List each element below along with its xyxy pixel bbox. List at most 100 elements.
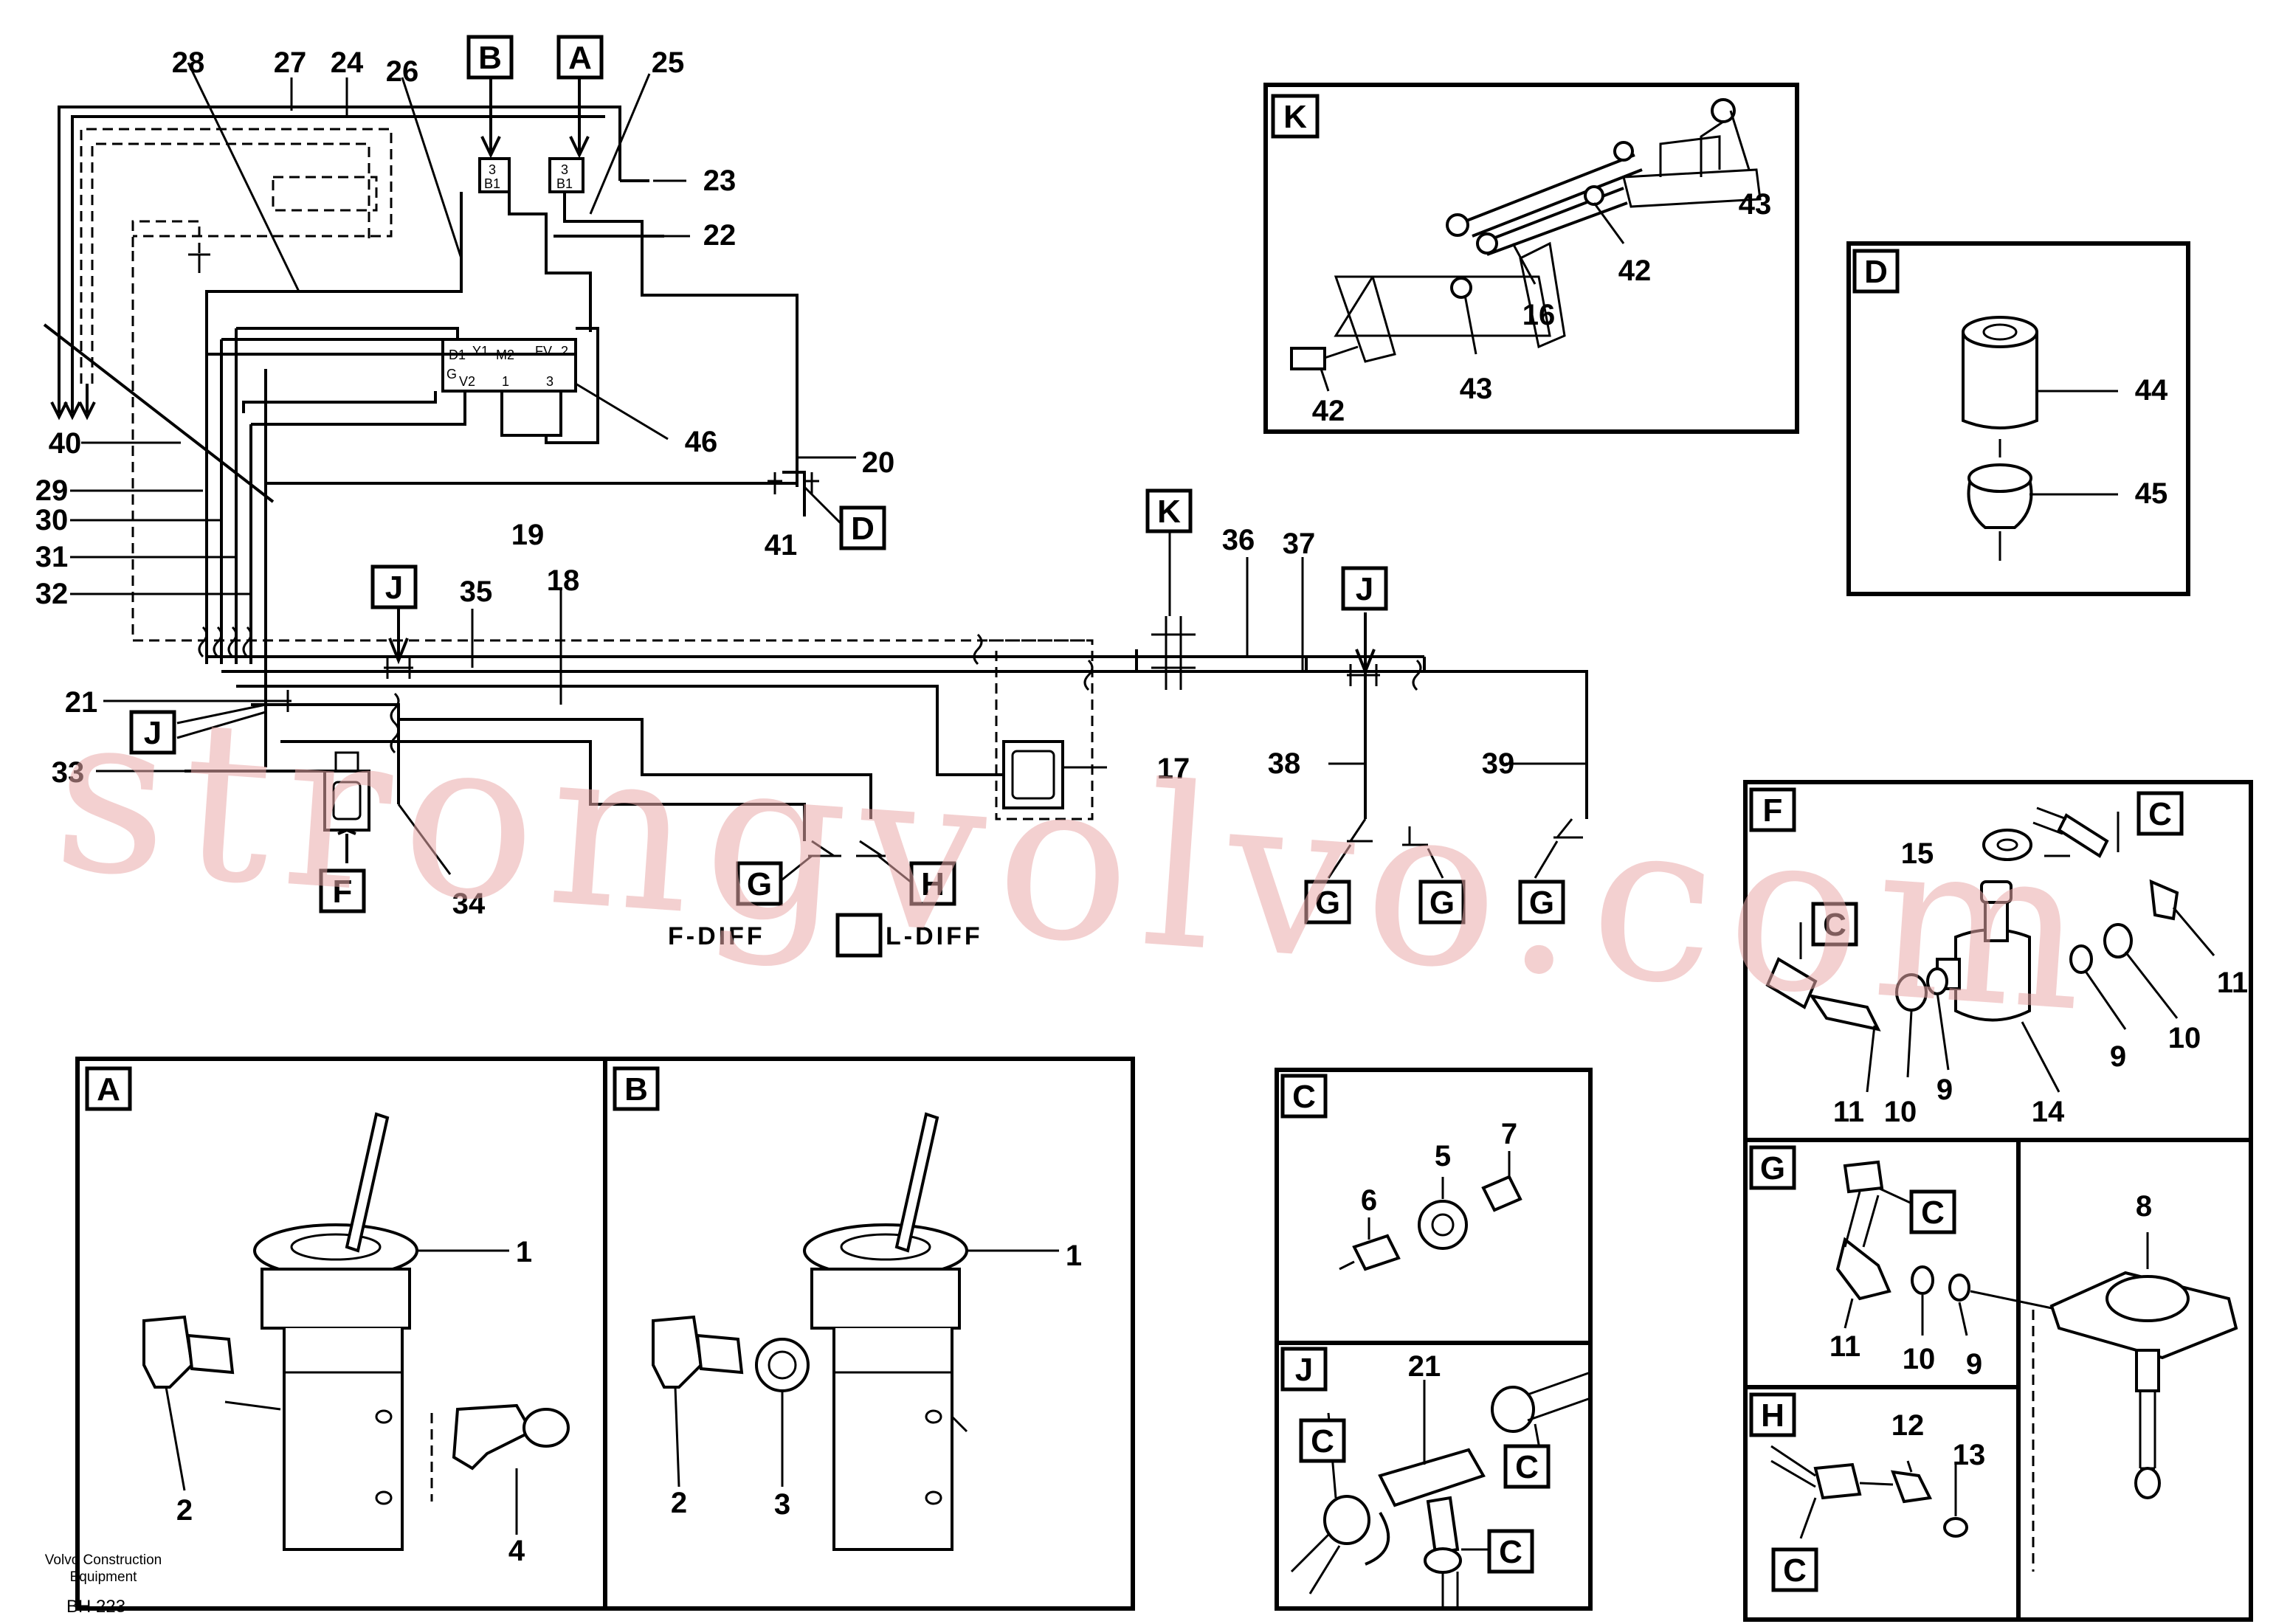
valve-port-d1: D1 (449, 348, 466, 362)
label-j-1: J (385, 570, 403, 606)
callout-7: 7 (1501, 1118, 1517, 1150)
valve-a-port-bottom: B1 (556, 176, 573, 191)
inset-title-b: B (624, 1071, 648, 1108)
inset-d (1846, 241, 2190, 596)
callout-43b: 43 (1460, 373, 1493, 405)
callout-11c: 11 (1829, 1330, 1860, 1363)
callout-36: 36 (1222, 524, 1255, 556)
inset-ab (75, 1057, 1135, 1611)
callout-numbers: 28 27 24 26 25 23 22 46 20 41 19 40 29 3… (35, 46, 2248, 1567)
footer: Volvo Construction Equipment BH 223 (45, 1552, 162, 1617)
label-g-4: G (1529, 885, 1554, 921)
callout-21b: 21 (1408, 1350, 1441, 1383)
callout-1a: 1 (516, 1236, 532, 1268)
label-c-5: C (1311, 1423, 1334, 1459)
callout-29: 29 (35, 474, 69, 507)
valve-text: D1 Y1 M2 FV 2 G V2 1 3 3 B1 3 B1 (446, 162, 573, 389)
callout-22: 22 (703, 219, 737, 252)
callout-26: 26 (386, 55, 419, 88)
valve-port-3: 3 (546, 374, 553, 389)
footer-division: Equipment (70, 1569, 138, 1585)
inset-fgh (1743, 780, 2253, 1622)
callout-1b: 1 (1066, 1240, 1082, 1272)
watermark-layer: strongvolvo.com (47, 662, 2107, 1062)
inset-cj (1275, 1068, 1593, 1611)
schematic (43, 62, 1588, 887)
callout-5: 5 (1435, 1140, 1451, 1172)
callout-43a: 43 (1739, 188, 1772, 221)
watermark: strongvolvo.com (47, 662, 2107, 1062)
valve-port-fv: FV (535, 344, 552, 359)
inset-title-d: D (1864, 254, 1888, 290)
label-d-main: D (851, 511, 875, 547)
callout-11b: 11 (1833, 1096, 1864, 1128)
callout-15: 15 (1901, 837, 1934, 870)
callout-13: 13 (1953, 1439, 1986, 1471)
callout-9a: 9 (2110, 1040, 2126, 1073)
valve-b-port-top: 3 (489, 162, 496, 177)
valve-b-port-bottom: B1 (484, 176, 500, 191)
inset-k (1263, 83, 1799, 434)
label-c-6: C (1515, 1449, 1539, 1485)
callout-11a: 11 (2217, 967, 2248, 999)
callout-27: 27 (274, 46, 307, 79)
inset-title-f: F (1763, 792, 1783, 829)
label-a-top: A (568, 40, 592, 76)
callout-10a: 10 (2168, 1022, 2201, 1054)
callout-10b: 10 (1884, 1096, 1917, 1128)
callout-45: 45 (2135, 477, 2168, 510)
callout-25: 25 (652, 46, 685, 79)
callout-32: 32 (35, 578, 69, 610)
callout-2b: 2 (671, 1487, 687, 1519)
inset-title-j: J (1295, 1352, 1313, 1388)
label-b-top: B (478, 40, 502, 76)
callout-31: 31 (35, 541, 69, 573)
inset-title-h: H (1761, 1397, 1784, 1434)
diff-tags: F-DIFF L-DIFF (668, 922, 983, 950)
tag-front-diff: F-DIFF (668, 922, 765, 950)
callout-23: 23 (703, 165, 737, 197)
label-g-1: G (747, 866, 772, 902)
callout-6: 6 (1361, 1184, 1377, 1217)
label-c-1: C (2148, 796, 2172, 832)
callout-40: 40 (49, 427, 82, 460)
callout-14: 14 (2032, 1096, 2065, 1128)
valve-a-port-top: 3 (561, 162, 568, 177)
label-c-2: C (1823, 907, 1846, 943)
callout-9c: 9 (1966, 1348, 1982, 1381)
callout-8: 8 (2136, 1190, 2152, 1223)
valve-port-m2: M2 (496, 348, 514, 362)
inset-title-c: C (1292, 1079, 1316, 1115)
callout-18: 18 (547, 564, 580, 597)
valve-port-y1: Y1 (472, 344, 489, 359)
callout-10c: 10 (1903, 1343, 1936, 1375)
footer-company: Volvo Construction (45, 1552, 162, 1568)
inset-title-g: G (1760, 1150, 1785, 1186)
tag-rear-diff: L-DIFF (886, 922, 983, 950)
callout-2a: 2 (176, 1494, 193, 1527)
callout-24: 24 (331, 46, 364, 79)
callout-28: 28 (172, 46, 205, 79)
callout-35: 35 (460, 576, 493, 608)
callout-37: 37 (1283, 528, 1316, 560)
label-j-2: J (1356, 571, 1373, 607)
callout-16: 16 (1522, 299, 1556, 331)
label-f-main: F (333, 874, 353, 910)
label-c-4: C (1783, 1552, 1807, 1589)
callout-19: 19 (511, 519, 545, 551)
letter-boxes (129, 35, 2184, 1592)
label-g-2: G (1315, 885, 1340, 921)
valve-port-1: 1 (502, 374, 509, 389)
callout-4: 4 (508, 1535, 525, 1567)
callout-3: 3 (774, 1488, 790, 1521)
callout-20: 20 (862, 446, 895, 479)
callout-42a: 42 (1618, 255, 1652, 287)
callout-30: 30 (35, 504, 69, 536)
label-g-3: G (1429, 885, 1455, 921)
label-j-3: J (144, 715, 162, 751)
label-c-3: C (1921, 1195, 1945, 1231)
callout-34: 34 (452, 888, 486, 920)
callout-44: 44 (2135, 374, 2168, 407)
label-k-main: K (1157, 494, 1181, 530)
